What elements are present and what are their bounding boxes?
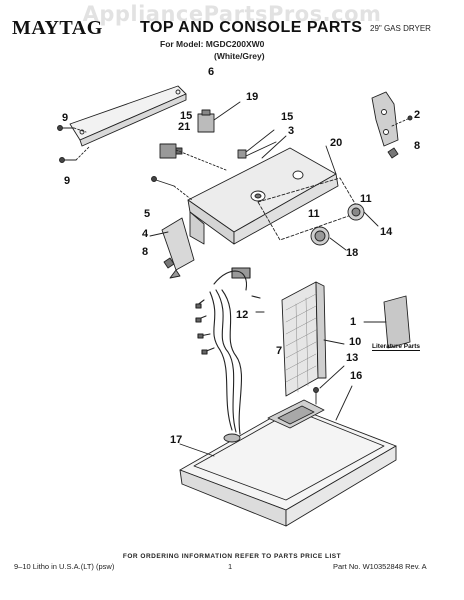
part-17-top-panel [179, 399, 397, 527]
color-line: (White/Grey) [214, 51, 265, 61]
watermark: AppliancePartsPros.com [82, 2, 382, 26]
callout-17: 17 [170, 434, 183, 446]
brand-logo: MAYTAG [12, 17, 103, 39]
callout-2: 2 [414, 109, 421, 121]
callout-13: 13 [346, 352, 359, 364]
callout-5: 5 [144, 208, 151, 220]
page-number: 1 [228, 562, 233, 571]
part-4-end-cap [149, 217, 195, 279]
callout-3: 3 [288, 125, 295, 137]
part-9-screws [57, 125, 91, 163]
callout-18: 18 [346, 247, 359, 259]
part-13-screw [313, 365, 345, 405]
callout-1: 1 [350, 316, 357, 328]
callout-10: 10 [349, 336, 362, 348]
part-2-bracket [371, 91, 413, 159]
callout-11-right: 11 [360, 193, 372, 205]
callout-12: 12 [236, 309, 249, 321]
part-number: Part No. W10352848 Rev. A [333, 562, 427, 571]
callout-15-right: 15 [281, 111, 294, 123]
part-20-console [187, 145, 339, 245]
callout-11-center: 11 [308, 208, 320, 220]
callout-4: 4 [142, 228, 149, 240]
ordering-info: FOR ORDERING INFORMATION REFER TO PARTS … [122, 553, 342, 560]
model-line: For Model: MGDC200XW0 [160, 39, 265, 49]
callout-21: 21 [178, 121, 191, 133]
part-knobs [257, 177, 379, 251]
callout-14: 14 [380, 226, 393, 238]
part-1-literature [363, 295, 411, 349]
callout-8-right: 8 [414, 140, 421, 152]
part-16-leader [335, 385, 353, 421]
callout-8-left: 8 [142, 246, 149, 258]
callout-9-lower: 9 [64, 175, 71, 187]
part-5-screw [151, 176, 193, 201]
page-title: TOP AND CONSOLE PARTS [140, 19, 363, 36]
dryer-type: 29" GAS DRYER [370, 24, 431, 33]
part-3-leader [261, 135, 287, 159]
litho-line: 9–10 Litho in U.S.A.(LT) (psw) [14, 562, 115, 571]
literature-parts-label: Literature Parts [372, 343, 421, 351]
part-15-clip [237, 129, 277, 159]
part-7-wire-harness [195, 267, 265, 435]
callout-20: 20 [330, 137, 343, 149]
callout-6: 6 [208, 66, 215, 78]
callout-15-upper: 15 [180, 110, 193, 122]
callout-16: 16 [350, 370, 363, 382]
callout-9-upper: 9 [62, 112, 69, 124]
callout-7: 7 [276, 345, 283, 357]
part-21-switch [159, 143, 227, 171]
callout-19: 19 [246, 91, 259, 103]
part-19-timer [197, 101, 241, 133]
part-10-lint-screen [281, 281, 345, 397]
part-6-back-cover [69, 85, 187, 147]
